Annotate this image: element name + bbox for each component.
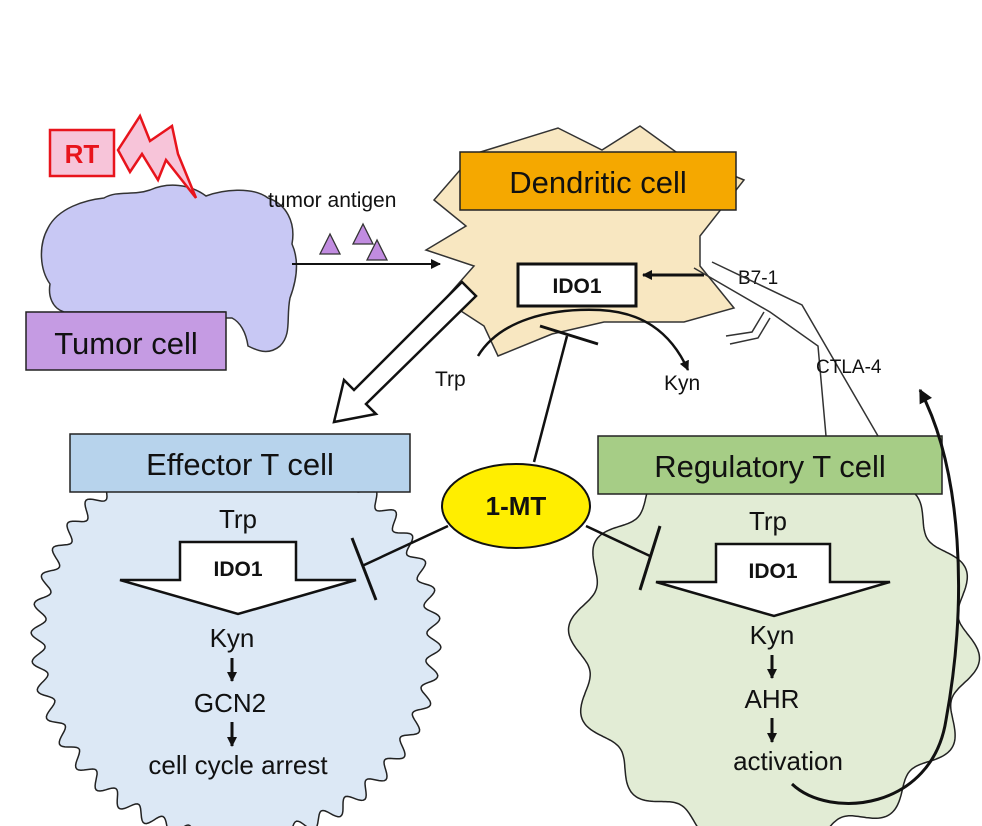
rt-label: RT: [65, 139, 100, 169]
antigen-triangle: [365, 238, 389, 261]
regulatory-ahr-label: AHR: [745, 684, 800, 714]
activation-to-ctla4-arrow: [790, 388, 961, 805]
inhibition-line-effector: [361, 524, 449, 568]
ctla4-b7-connector-notch: [725, 311, 765, 337]
ctla4-label: CTLA-4: [816, 357, 882, 378]
inhibition-bar-effector: [350, 537, 378, 601]
inhibition-bar-regulatory: [638, 525, 662, 591]
dendritic-ido1-label: IDO1: [552, 275, 601, 298]
dendritic-cell-label: Dendritic cell: [509, 165, 686, 200]
trp-to-kyn-arrow: [476, 308, 690, 371]
regulatory-ido1-label: IDO1: [748, 560, 797, 583]
regulatory-t-cell-label-box: [597, 435, 943, 495]
antigen-triangle: [318, 232, 342, 255]
1-mt-inhibitor: [441, 463, 591, 549]
ctla4-b7-connector: [693, 267, 827, 437]
tumor-cell-label-box: [25, 311, 227, 371]
dendritic-ido1-box: [516, 262, 638, 308]
regulatory-t-cell-label: Regulatory T cell: [654, 449, 885, 484]
lightning-bolt-icon: [116, 113, 198, 199]
effector-ido1-label: IDO1: [213, 558, 262, 581]
tumor-cell-label: Tumor cell: [54, 326, 198, 361]
regulatory-ido1-arrow: [655, 542, 891, 618]
regulatory-kyn-label: Kyn: [750, 620, 795, 650]
inhibition-bar-dendritic: [539, 324, 599, 346]
dendritic-trp-label: Trp: [435, 368, 466, 391]
1-mt-label: 1-MT: [486, 491, 547, 521]
regulatory-trp-label: Trp: [749, 506, 787, 536]
effector-gcn2-label: GCN2: [194, 688, 266, 718]
antigen-triangle: [351, 222, 375, 245]
effector-outcome-label: cell cycle arrest: [148, 750, 328, 780]
inhibition-line-regulatory: [585, 524, 651, 558]
tumor-antigen-label: tumor antigen: [268, 189, 396, 212]
inhibition-line-dendritic: [532, 335, 569, 463]
rt-box: [48, 128, 116, 178]
effector-t-cell-label: Effector T cell: [146, 447, 334, 482]
activation-hollow-arrow: [332, 280, 478, 424]
effector-kyn-label: Kyn: [210, 623, 255, 653]
dendritic-cell-label-box: [459, 151, 737, 211]
effector-t-cell-label-box: [69, 433, 411, 493]
ctla4-b7-connector-notch: [729, 317, 771, 345]
regulatory-outcome-label: activation: [733, 746, 843, 776]
effector-ido1-arrow: [119, 540, 357, 616]
effector-trp-label: Trp: [219, 504, 257, 534]
dendritic-kyn-label: Kyn: [664, 372, 700, 395]
ctla4-b7-connector: [711, 261, 879, 437]
b7-1-label: B7-1: [738, 268, 778, 289]
